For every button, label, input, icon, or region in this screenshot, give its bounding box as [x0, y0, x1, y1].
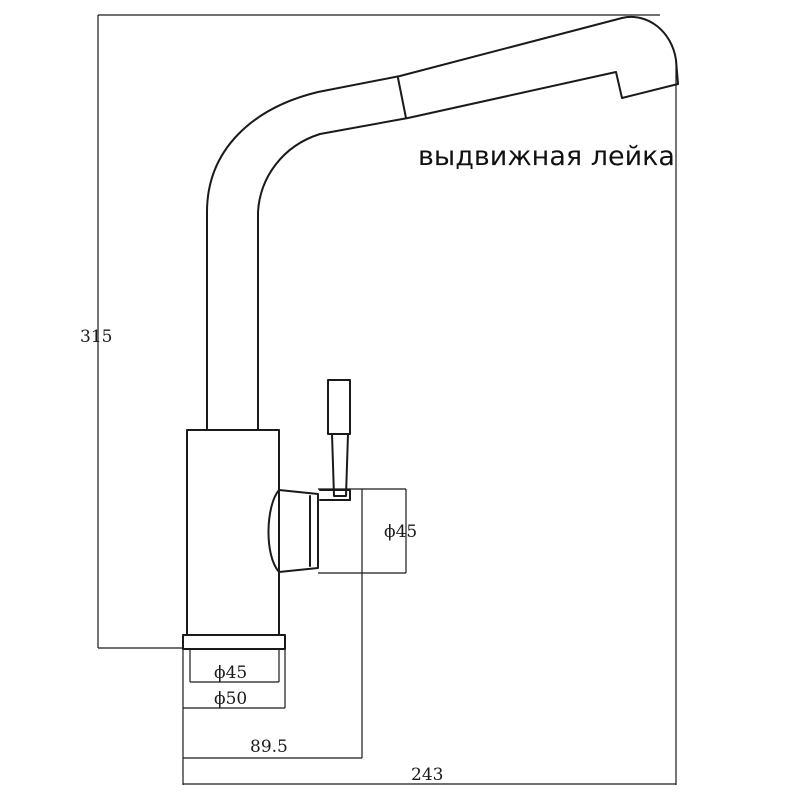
base-ring: [182, 634, 286, 650]
base-inner-diameter-label: ϕ45: [214, 663, 247, 683]
total-reach-label: 243: [411, 765, 443, 785]
handle-reach-label: 89.5: [250, 737, 288, 757]
pullout-joint: [397, 77, 407, 119]
lever-handle: [327, 379, 351, 435]
faucet-body: [186, 429, 280, 636]
handle-diameter-label: ϕ45: [384, 522, 417, 542]
spout-outer-edge: [206, 17, 623, 431]
pullout-spout-label: выдвижная лейка: [418, 141, 675, 172]
lever-stem: [331, 433, 349, 497]
nozzle-tip: [621, 15, 679, 85]
nozzle-underside: [615, 71, 679, 99]
height-dimension-label: 315: [80, 327, 112, 347]
faucet-outline: [182, 15, 679, 650]
spout-inner-edge: [257, 71, 617, 431]
dimension-lines: [97, 14, 677, 785]
handle-cartridge: [267, 489, 319, 573]
base-outer-diameter-label: ϕ50: [214, 689, 247, 709]
lever-collar: [319, 489, 351, 501]
